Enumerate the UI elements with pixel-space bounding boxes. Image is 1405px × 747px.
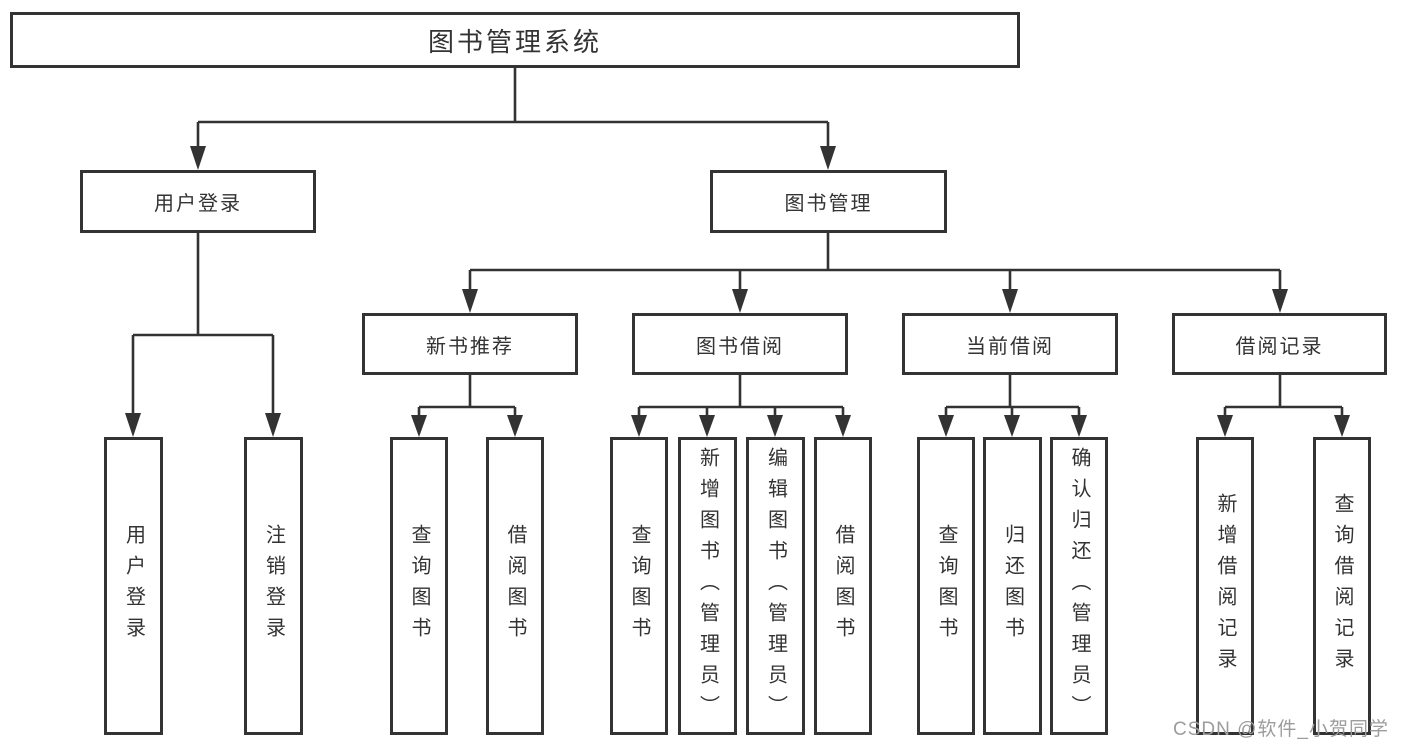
- leaf-borrow-books-recommend: 借阅图书: [486, 437, 544, 735]
- leaf-return-books: 归还图书: [983, 437, 1042, 735]
- node-label: 借阅图书: [832, 524, 854, 648]
- connector-user-login-children: [125, 233, 281, 437]
- leaf-logout: 注销登录: [244, 437, 303, 735]
- node-label: 新增借阅记录: [1214, 493, 1236, 679]
- leaf-add-book-admin: 新增图书（管理员）: [678, 437, 737, 735]
- node-label: 查询图书: [408, 524, 430, 648]
- connector-root-to-level2: [190, 68, 836, 170]
- node-new-book-recommend: 新书推荐: [362, 313, 578, 375]
- node-label: 归还图书: [1001, 524, 1024, 648]
- node-label: 查询图书: [935, 524, 957, 648]
- leaf-query-borrow-record: 查询借阅记录: [1313, 437, 1371, 735]
- node-label: 图书借阅: [696, 335, 784, 358]
- csdn-watermark: CSDN @软件_小贺同学: [1173, 719, 1389, 740]
- leaf-borrow-books: 借阅图书: [814, 437, 872, 735]
- leaf-edit-book-admin: 编辑图书（管理员）: [746, 437, 805, 735]
- leaf-user-login: 用户登录: [104, 437, 163, 735]
- leaf-query-books-borrow: 查询图书: [610, 437, 668, 735]
- node-label: 图书管理系统: [427, 26, 602, 57]
- node-root: 图书管理系统: [10, 12, 1020, 68]
- node-label: 查询借阅记录: [1331, 493, 1353, 679]
- node-book-management: 图书管理: [710, 170, 947, 233]
- leaf-confirm-return-admin: 确认归还（管理员）: [1050, 437, 1108, 735]
- node-label: 借阅记录: [1235, 335, 1324, 358]
- node-label: 编辑图书（管理员）: [764, 446, 787, 726]
- node-current-borrow: 当前借阅: [902, 313, 1118, 375]
- connector-current-borrow-children: [938, 375, 1087, 437]
- connector-new-book-recommend-children: [411, 375, 523, 437]
- leaf-query-books-current: 查询图书: [917, 437, 975, 735]
- connector-borrow-records-children: [1217, 375, 1350, 437]
- node-label: 新书推荐: [426, 335, 514, 358]
- node-label: 借阅图书: [504, 524, 526, 648]
- connector-book-borrow-children: [631, 375, 851, 437]
- node-book-borrow: 图书借阅: [632, 313, 848, 375]
- connector-book-management-children: [462, 233, 1288, 313]
- leaf-query-books-recommend: 查询图书: [390, 437, 448, 735]
- node-borrow-records: 借阅记录: [1172, 313, 1387, 375]
- leaf-add-borrow-record: 新增借阅记录: [1196, 437, 1254, 735]
- node-label: 图书管理: [784, 193, 873, 215]
- node-label: 当前借阅: [966, 335, 1054, 358]
- node-label: 查询图书: [628, 524, 650, 648]
- node-user-login: 用户登录: [80, 170, 316, 233]
- node-label: 新增图书（管理员）: [696, 446, 719, 726]
- node-label: 用户登录: [122, 524, 145, 648]
- node-label: 确认归还（管理员）: [1068, 446, 1090, 726]
- node-label: 用户登录: [154, 193, 242, 215]
- node-label: 注销登录: [262, 524, 285, 648]
